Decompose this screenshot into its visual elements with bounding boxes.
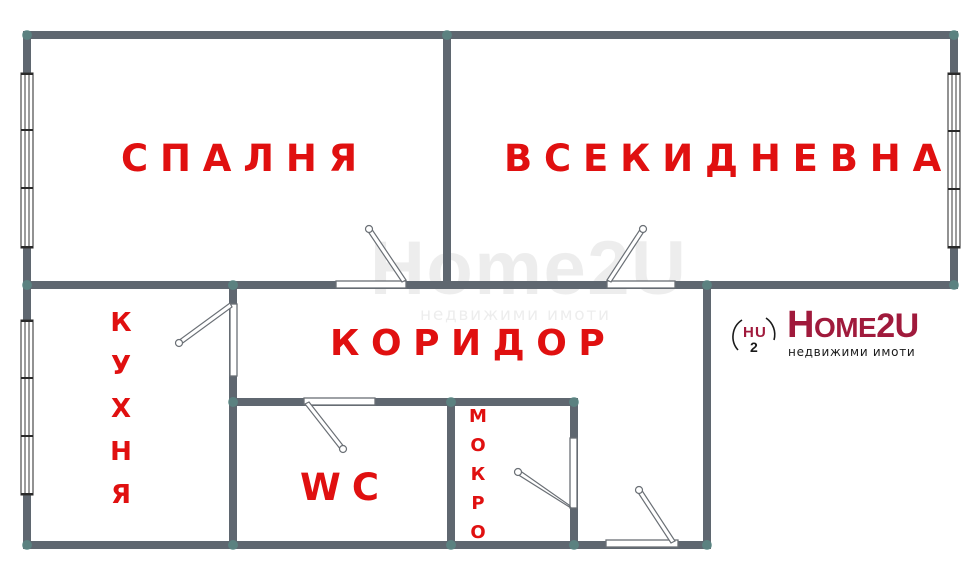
kitchen-letter: У [110, 351, 132, 381]
door-wet [513, 437, 578, 509]
wall-wc-wet [447, 398, 455, 549]
room-label-bedroom: СПАЛНЯ [121, 137, 369, 180]
kitchen-letter: Х [110, 394, 132, 424]
walls [23, 31, 958, 549]
wet-room-letter: О [470, 522, 486, 543]
door-living [606, 224, 676, 289]
wet-room-letter: М [469, 406, 487, 427]
logo-badge-h: H [743, 324, 754, 341]
wet-room-letter: О [470, 435, 486, 456]
wet-room-letter: Р [471, 493, 485, 514]
door-entrance [605, 485, 679, 548]
wall-right-corridor [703, 281, 711, 549]
kitchen-letter: Н [110, 437, 132, 467]
wall-joints [22, 30, 959, 550]
wall-bedroom-living [443, 31, 451, 289]
room-label-corridor: КОРИДОР [330, 323, 617, 364]
kitchen-letter: К [110, 308, 132, 338]
room-label-kitchen: К У Х Н Я [108, 310, 134, 508]
home2u-logo: H U 2 HOME2U недвижими имоти [730, 300, 950, 370]
wall-top [23, 31, 958, 39]
logo-badge-2: 2 [750, 339, 758, 355]
window-kitchen [20, 319, 34, 496]
door-bedroom [335, 224, 407, 289]
wall-wc-top [229, 398, 578, 406]
wet-room-letter: К [470, 464, 486, 485]
logo-word-h: H [787, 304, 814, 346]
logo-tagline: недвижими имоти [788, 345, 916, 359]
room-label-living-room: ВСЕКИДНЕВНА [504, 137, 954, 180]
kitchen-letter: Я [110, 480, 132, 510]
logo-word-2u: 2U [876, 307, 919, 345]
wall-middle [23, 281, 958, 289]
room-label-wet-room: М О К Р О [468, 408, 488, 542]
logo-word-ome: OME [813, 312, 877, 343]
wall-kitchen-corridor [229, 281, 237, 549]
wall-bottom [23, 541, 711, 549]
logo-badge-icon: H U 2 [732, 317, 776, 355]
door-kitchen [174, 302, 238, 377]
room-label-wc: WC [300, 466, 391, 509]
window-living [947, 72, 961, 249]
window-bedroom [20, 72, 34, 249]
logo-wordmark: HOME2U [787, 306, 919, 344]
logo-badge-u: U [755, 324, 766, 341]
door-wc [303, 397, 376, 454]
